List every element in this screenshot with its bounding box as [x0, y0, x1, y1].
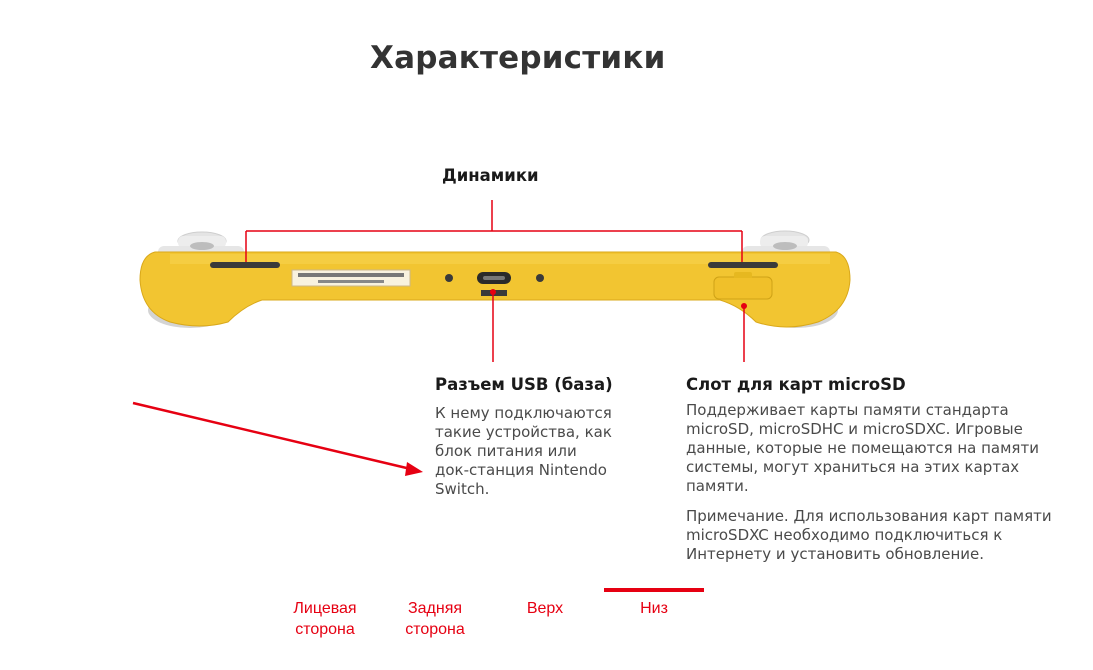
- tab-back[interactable]: Задняя сторона: [405, 600, 465, 638]
- right-speaker-grille: [708, 262, 778, 268]
- hole-right: [536, 274, 544, 282]
- microsd-slot-cover: [713, 276, 773, 300]
- serial-label: [291, 269, 411, 287]
- microsd-callout-body: Поддерживает карты памяти стандарта micr…: [686, 401, 1039, 495]
- microsd-callout-note: Примечание. Для использования карт памят…: [686, 507, 1052, 563]
- speakers-callout-title: Динамики: [442, 166, 539, 185]
- annotation-arrow: [132, 401, 423, 476]
- tab-top[interactable]: Верх: [526, 600, 564, 617]
- tab-bottom[interactable]: Низ: [640, 600, 668, 617]
- tab-front[interactable]: Лицевая сторона: [293, 600, 357, 638]
- active-tab-indicator: [604, 588, 704, 592]
- left-speaker-grille: [210, 262, 280, 268]
- right-controls: [742, 230, 830, 260]
- page-title: Характеристики: [370, 40, 666, 76]
- view-tabs: Лицевая сторона Задняя сторона Верх Низ: [270, 588, 710, 648]
- usb-callout-title: Разъем USB (база): [435, 375, 613, 394]
- callout-lines: [245, 200, 745, 362]
- microsd-callout-title: Слот для карт microSD: [686, 375, 906, 394]
- hole-left: [445, 274, 453, 282]
- usb-callout-body: К нему подключаются такие устройства, ка…: [435, 404, 612, 498]
